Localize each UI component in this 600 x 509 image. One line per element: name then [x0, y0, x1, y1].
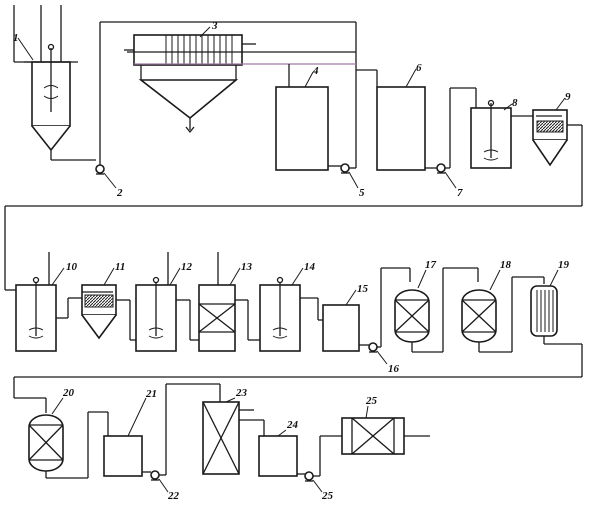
unit-11-filter: 11 [81, 261, 136, 341]
label-14: 14 [304, 261, 316, 273]
unit-7-pump: 7 [436, 87, 477, 199]
label-1: 1 [13, 32, 19, 44]
label-10: 10 [66, 261, 78, 273]
unit-15-tank: 15 [322, 283, 369, 352]
label-12: 12 [181, 261, 193, 273]
label-19: 19 [558, 259, 570, 271]
label-6: 6 [416, 62, 422, 74]
label-11: 11 [115, 261, 125, 273]
label-17: 17 [425, 259, 437, 271]
unit-24-tank: 24 [258, 419, 305, 477]
unit-21-tank: 21 [103, 388, 157, 477]
label-15: 15 [357, 283, 369, 295]
label-9: 9 [565, 91, 571, 103]
unit-14-stirred-tank: 14 [259, 261, 323, 352]
label-21: 21 [145, 388, 157, 400]
unit-12-stirred-tank: 12 [135, 252, 199, 352]
unit-18-vessel: 18 [461, 259, 545, 353]
unit-22-pump: 22 [150, 383, 221, 502]
unit-10-stirred-tank: 10 [15, 252, 82, 352]
label-3: 3 [211, 20, 218, 32]
label-25a: 25 [321, 490, 334, 502]
unit-25-pump: 25 [304, 435, 342, 502]
unit-20-vessel: 20 [28, 387, 109, 479]
label-24: 24 [286, 419, 299, 431]
label-4: 4 [312, 65, 319, 77]
unit-9-filter: 9 [532, 91, 571, 167]
label-8: 8 [512, 97, 518, 109]
label-16: 16 [388, 363, 400, 375]
unit-8-stirred-tank: 8 [470, 97, 536, 169]
label-5: 5 [359, 187, 365, 199]
unit-1-reactor: 1 [13, 5, 96, 161]
label-23: 23 [235, 387, 248, 399]
unit-16-pump: 16 [368, 267, 411, 375]
label-18: 18 [500, 259, 512, 271]
unit-17-vessel: 17 [394, 259, 479, 353]
unit-3-filter-press: 3 [124, 20, 356, 134]
unit-6-tank: 6 [376, 62, 437, 171]
label-13: 13 [241, 261, 253, 273]
label-22: 22 [167, 490, 180, 502]
unit-23-packed-vessel: 23 [202, 387, 265, 475]
unit-25-horizontal-vessel: 25 [341, 395, 430, 455]
unit-2-pump: 2 [95, 21, 357, 199]
unit-4-tank: 4 [275, 64, 341, 171]
label-25b: 25 [365, 395, 378, 407]
label-2: 2 [116, 187, 123, 199]
label-7: 7 [457, 187, 463, 199]
unit-19-tube-unit: 19 [13, 259, 583, 413]
label-20: 20 [62, 387, 75, 399]
unit-13-packed-vessel: 13 [198, 252, 260, 352]
unit-5-pump: 5 [340, 69, 378, 199]
